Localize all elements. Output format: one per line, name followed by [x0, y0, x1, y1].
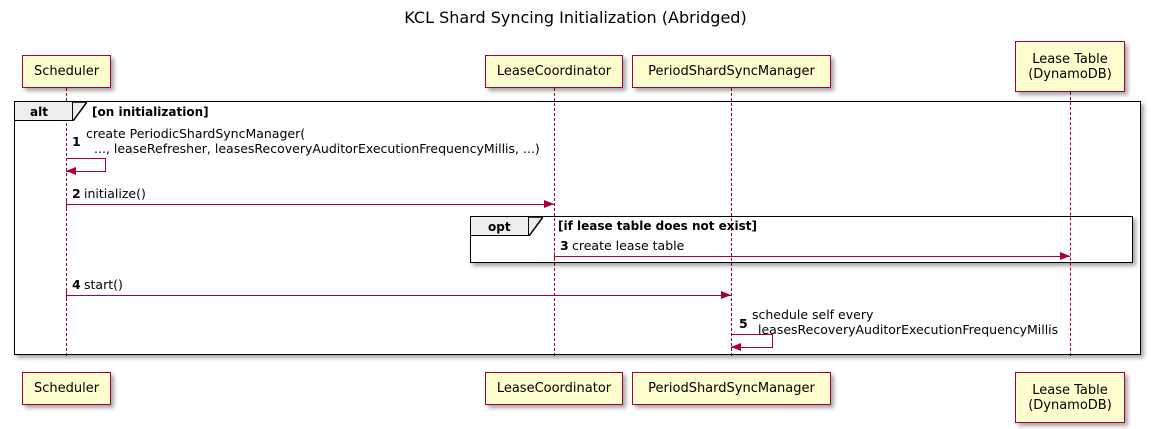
- participant-scheduler-bottom[interactable]: Scheduler: [22, 372, 111, 405]
- participant-lease-table-bottom[interactable]: Lease Table (DynamoDB): [1015, 372, 1125, 423]
- message-5-self-loop: [731, 334, 773, 348]
- message-5-label-line2: leasesRecoveryAuditorExecutionFrequencyM…: [758, 322, 1059, 337]
- message-4-line: [66, 295, 731, 296]
- message-4-number: 4: [72, 277, 81, 292]
- participant-period-shard-sync-manager-bottom[interactable]: PeriodShardSyncManager: [632, 372, 831, 405]
- participant-lease-table-top-label: Lease Table (DynamoDB): [1028, 51, 1112, 82]
- participant-period-shard-sync-manager-top-label: PeriodShardSyncManager: [648, 64, 815, 79]
- message-3-number: 3: [560, 238, 569, 253]
- participant-scheduler-top-label: Scheduler: [33, 64, 100, 79]
- message-3-label: create lease table: [572, 238, 685, 253]
- message-1-number: 1: [72, 134, 81, 149]
- alt-frame: [14, 101, 1141, 355]
- message-1-label-line1: create PeriodicShardSyncManager(: [86, 126, 306, 141]
- opt-frame-kind-label: opt: [488, 220, 511, 234]
- participant-scheduler-bottom-label: Scheduler: [33, 381, 100, 396]
- diagram-title: KCL Shard Syncing Initialization (Abridg…: [404, 8, 747, 27]
- message-2-source-tick: [66, 200, 67, 209]
- message-5-arrowhead: [731, 343, 741, 351]
- participant-lease-table-top[interactable]: Lease Table (DynamoDB): [1015, 41, 1125, 92]
- message-4-arrowhead: [721, 291, 731, 299]
- alt-frame-tab: [15, 102, 73, 121]
- opt-frame-condition: [if lease table does not exist]: [558, 219, 758, 233]
- alt-frame-kind-label: alt: [30, 105, 48, 119]
- message-4-label: start(): [84, 277, 123, 292]
- message-1-arrowhead: [66, 167, 76, 175]
- message-5-number: 5: [739, 316, 748, 331]
- message-4-source-tick: [66, 291, 67, 300]
- message-2-label: initialize(): [84, 186, 146, 201]
- alt-frame-condition: [on initialization]: [92, 105, 209, 119]
- lifeline-period-shard-sync-manager: [731, 88, 732, 356]
- opt-frame-tab: [471, 217, 529, 236]
- message-3-line: [554, 256, 1070, 257]
- participant-period-shard-sync-manager-top[interactable]: PeriodShardSyncManager: [632, 55, 831, 88]
- participant-lease-coordinator-bottom[interactable]: LeaseCoordinator: [485, 372, 623, 405]
- participant-period-shard-sync-manager-bottom-label: PeriodShardSyncManager: [648, 381, 815, 396]
- message-1-self-loop: [66, 158, 106, 172]
- opt-frame: [470, 216, 1133, 263]
- message-2-line: [66, 204, 554, 205]
- participant-lease-coordinator-top-label: LeaseCoordinator: [496, 64, 612, 79]
- message-3-source-tick: [554, 252, 555, 261]
- participant-lease-coordinator-bottom-label: LeaseCoordinator: [496, 381, 612, 396]
- message-1-label-line2: ..., leaseRefresher, leasesRecoveryAudit…: [94, 141, 540, 156]
- alt-frame-tab-corner: [73, 102, 87, 121]
- opt-frame-tab-corner: [529, 217, 543, 236]
- lifeline-scheduler: [66, 88, 67, 356]
- lifeline-lease-coordinator: [554, 88, 555, 356]
- participant-lease-coordinator-top[interactable]: LeaseCoordinator: [485, 55, 623, 88]
- message-3-arrowhead: [1060, 252, 1070, 260]
- participant-scheduler-top[interactable]: Scheduler: [22, 55, 111, 88]
- message-2-number: 2: [72, 186, 81, 201]
- lifeline-lease-table: [1070, 92, 1071, 356]
- message-5-label-line1: schedule self every: [752, 307, 874, 322]
- message-2-arrowhead: [544, 200, 554, 208]
- participant-lease-table-bottom-label: Lease Table (DynamoDB): [1028, 382, 1112, 413]
